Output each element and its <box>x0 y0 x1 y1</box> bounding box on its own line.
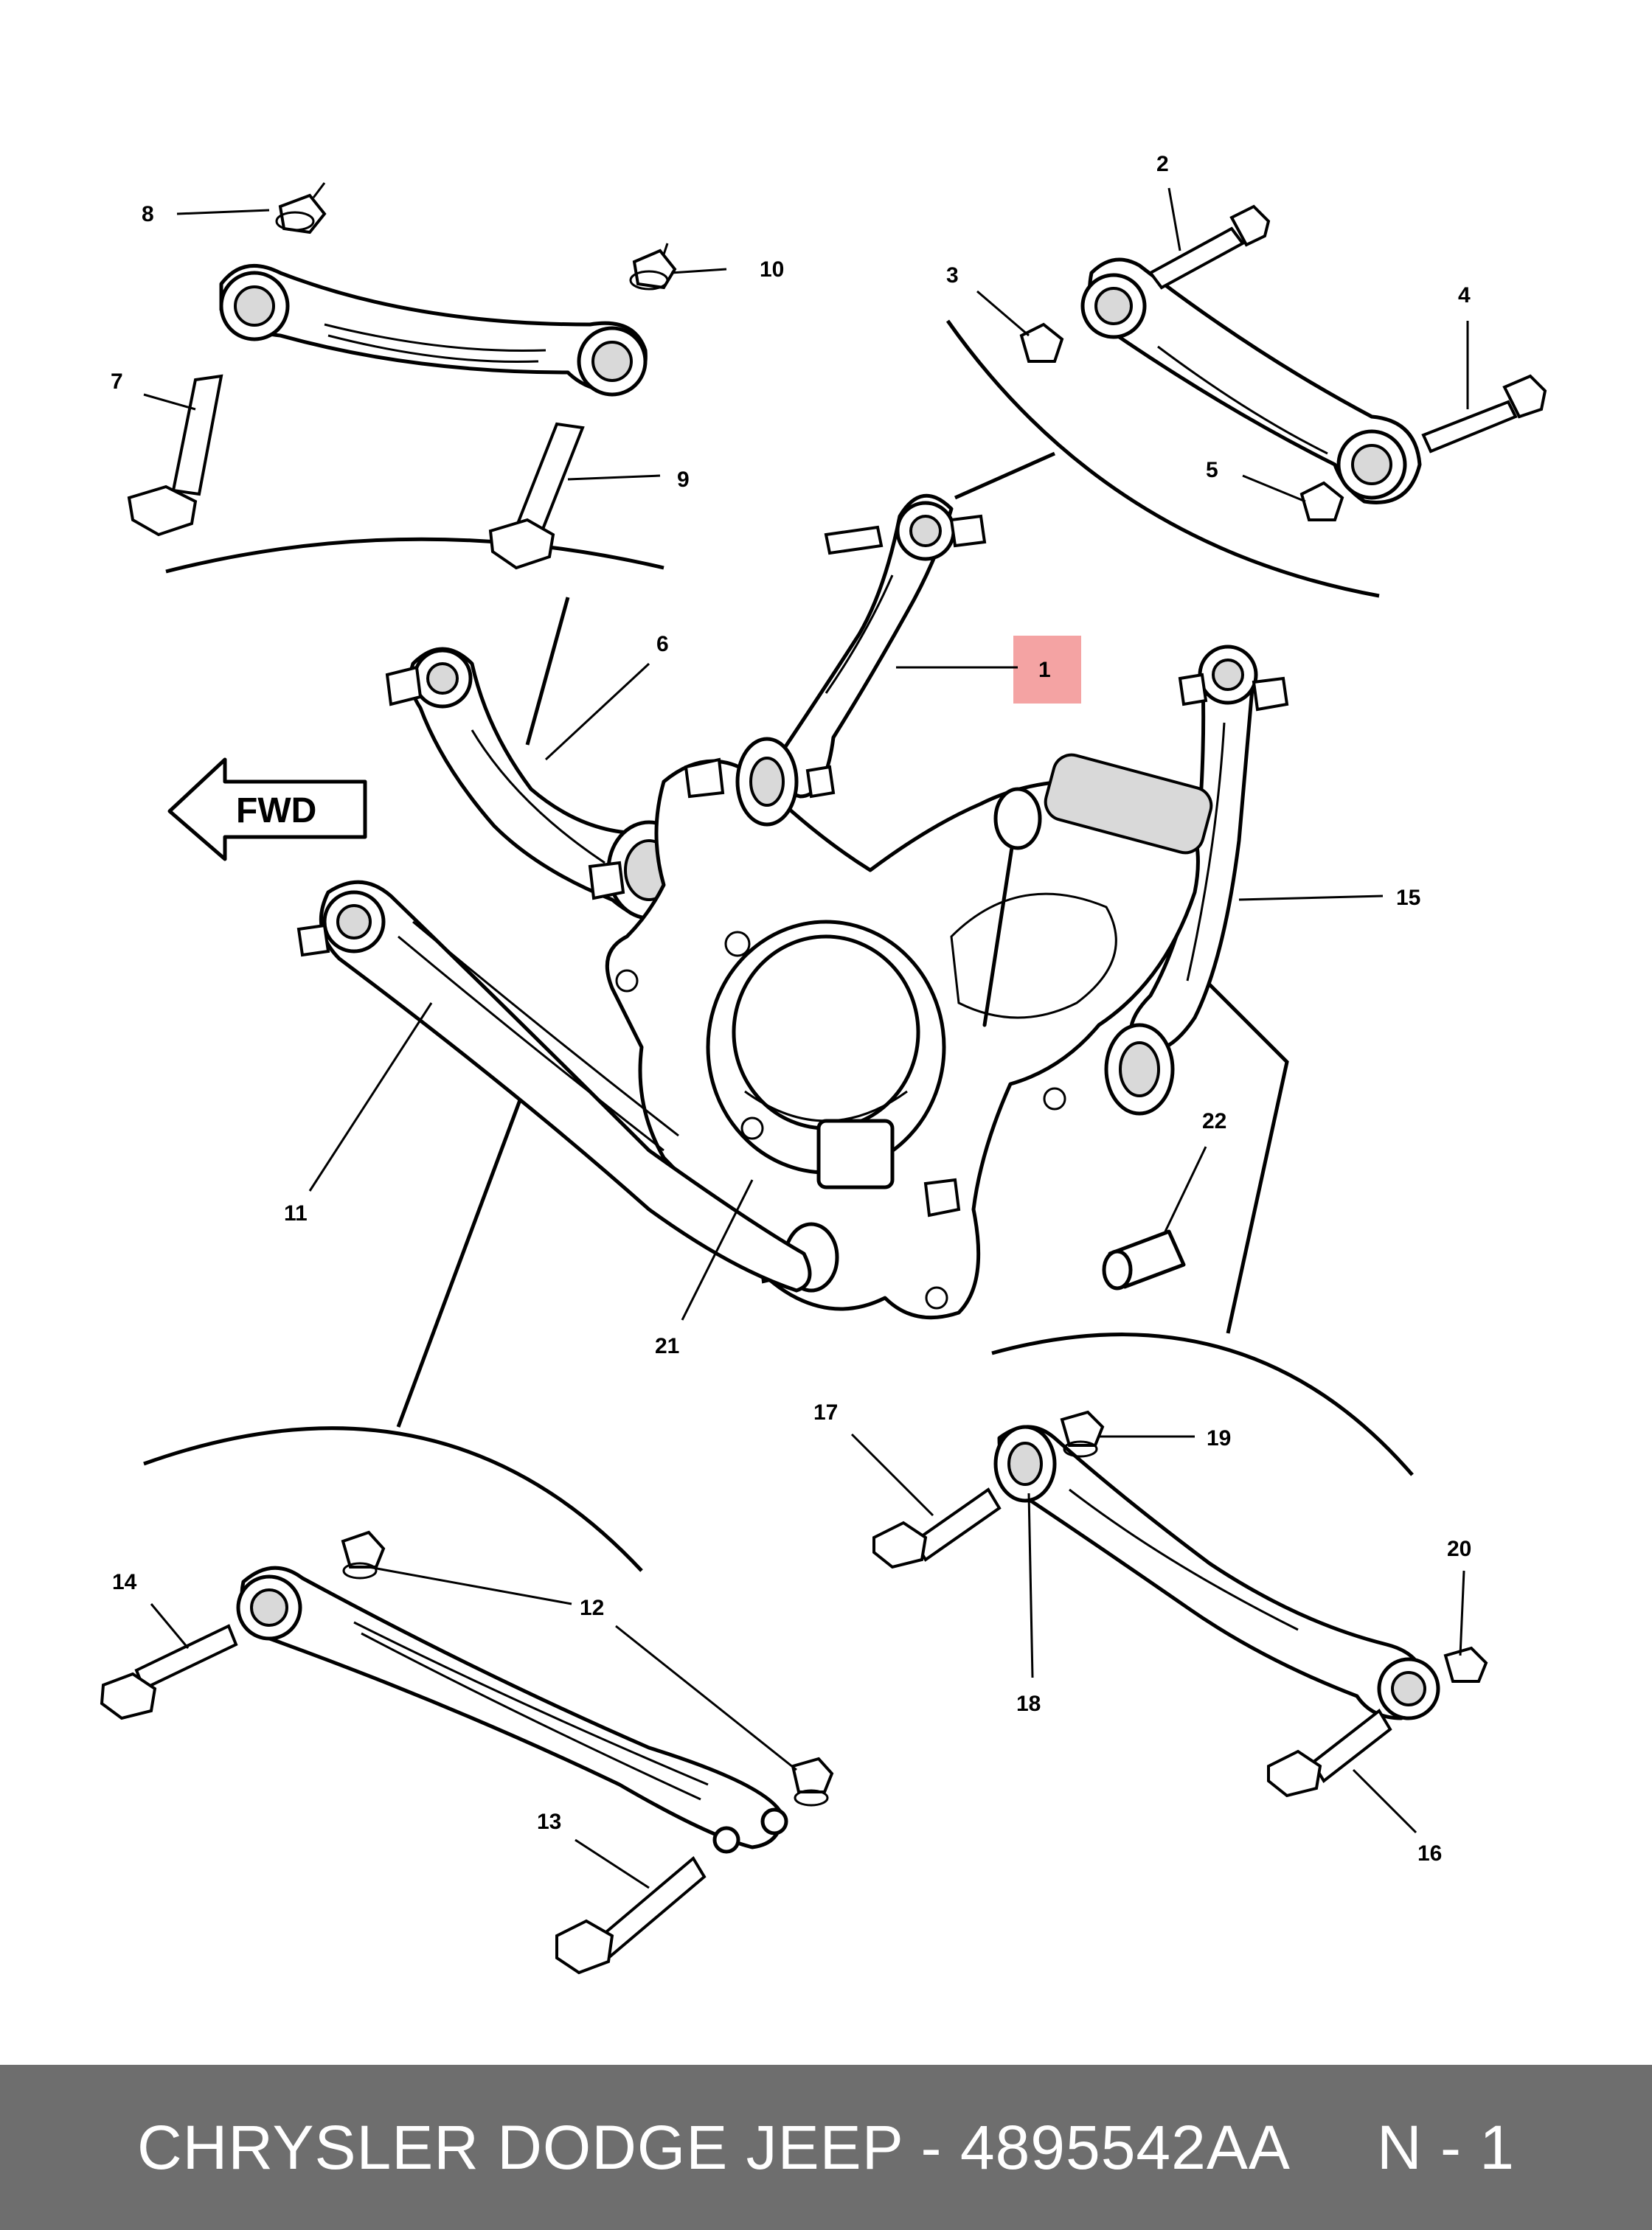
callout-5: 5 <box>1206 458 1218 482</box>
nut-12-upper <box>341 1530 386 1580</box>
nut-5 <box>1299 481 1344 521</box>
callout-3: 3 <box>946 263 959 288</box>
bolt-9 <box>488 422 585 570</box>
connector-left-upper <box>525 597 570 746</box>
nut-3 <box>1019 322 1064 363</box>
bolt-16 <box>1267 1709 1392 1798</box>
sleeve-22 <box>1102 1229 1186 1291</box>
footer-bar: CHRYSLER DODGE JEEP - 4895542AA N - 1 <box>0 2065 1652 2230</box>
upper-right-control-arm <box>1080 257 1422 504</box>
group-arc-upper-left <box>165 537 664 574</box>
callout-16: 16 <box>1417 1841 1442 1866</box>
bolt-13 <box>555 1855 707 1975</box>
lower-arm-11 <box>296 880 812 1293</box>
callout-6: 6 <box>656 632 669 656</box>
callout-8: 8 <box>142 202 154 226</box>
nut-8 <box>275 182 327 235</box>
callout-17: 17 <box>813 1400 838 1425</box>
callout-4: 4 <box>1458 283 1471 308</box>
fwd-arrow: FWD <box>167 757 367 861</box>
group-arc-lower-right <box>991 1333 1414 1476</box>
suspension-diagram: FWD <box>100 152 1547 1975</box>
nut-10 <box>629 243 677 291</box>
knuckle-21 <box>605 737 1213 1320</box>
upper-left-control-arm <box>219 263 648 397</box>
control-link-1 <box>777 493 987 799</box>
callout-1: 1 <box>1038 658 1051 682</box>
nut-20 <box>1443 1646 1488 1683</box>
bolt-14 <box>100 1624 238 1720</box>
callout-numbers: 1 2 3 4 5 6 7 8 9 10 11 12 13 14 15 16 1… <box>111 152 1471 1866</box>
callout-7: 7 <box>111 369 123 394</box>
connector-right-upper <box>954 451 1056 500</box>
connector-lower-left <box>396 1080 530 1428</box>
callout-10: 10 <box>760 257 784 282</box>
callout-11: 11 <box>284 1201 308 1226</box>
bolt-2 <box>1148 204 1271 290</box>
callout-15: 15 <box>1396 886 1420 910</box>
bolt-4 <box>1421 374 1547 454</box>
group-arc-lower-left <box>143 1426 643 1572</box>
bolt-7 <box>127 374 223 537</box>
callout-19: 19 <box>1207 1426 1231 1451</box>
callout-13: 13 <box>537 1810 561 1834</box>
nut-12-lower <box>791 1757 834 1807</box>
part-number-caption: CHRYSLER DODGE JEEP - 4895542AA N - 1 <box>137 2112 1515 2182</box>
fwd-label: FWD <box>236 791 316 830</box>
lateral-link-12 <box>236 1566 788 1854</box>
callout-22: 22 <box>1202 1109 1226 1133</box>
bolt-17 <box>872 1487 1002 1569</box>
callout-20: 20 <box>1447 1537 1471 1561</box>
connector-lower-right <box>1201 976 1289 1334</box>
callout-9: 9 <box>677 468 690 492</box>
control-arm-15 <box>1104 645 1289 1116</box>
callout-2: 2 <box>1156 152 1169 176</box>
callout-12: 12 <box>580 1596 604 1620</box>
callout-18: 18 <box>1016 1692 1041 1716</box>
callout-highlight-1 <box>1013 636 1081 704</box>
callout-14: 14 <box>112 1570 137 1594</box>
group-arc-upper-right <box>945 319 1380 598</box>
leader-lines <box>143 187 1469 1889</box>
lateral-link-18 <box>993 1425 1440 1720</box>
control-arm-6 <box>385 647 692 923</box>
callout-21: 21 <box>655 1334 679 1358</box>
